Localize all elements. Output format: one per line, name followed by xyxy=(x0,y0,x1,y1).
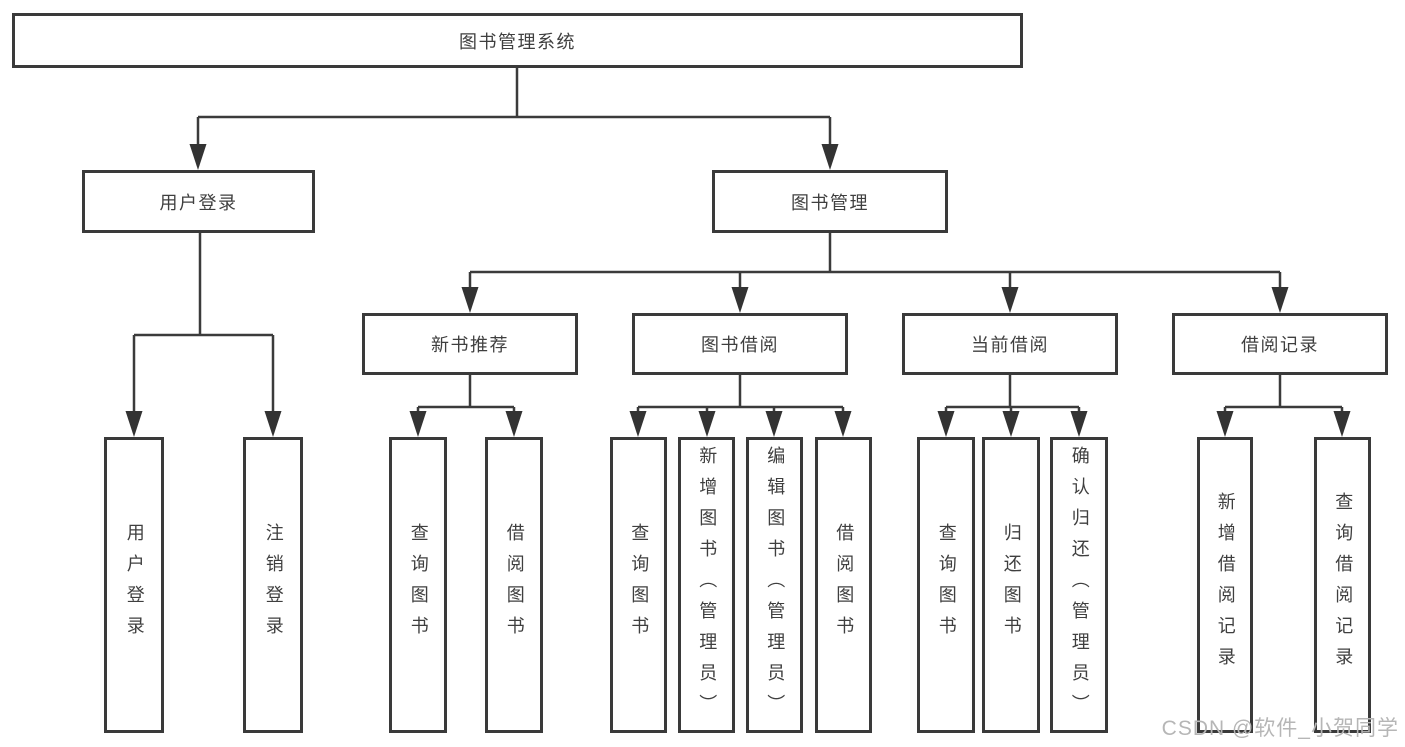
leaf-newbook-query-books-label: 查询图书 xyxy=(408,523,429,647)
node-new-book-recommend: 新书推荐 xyxy=(362,313,578,375)
leaf-borrow-add-books-admin-label: 新增图书（管理员） xyxy=(697,445,718,725)
leaf-records-add-record: 新增借阅记录 xyxy=(1197,437,1253,733)
node-borrow-records: 借阅记录 xyxy=(1172,313,1388,375)
leaf-records-add-record-label: 新增借阅记录 xyxy=(1215,492,1236,678)
leaf-current-query-books-label: 查询图书 xyxy=(936,523,957,647)
leaf-newbook-borrow-books-label: 借阅图书 xyxy=(504,523,525,647)
node-current-borrow: 当前借阅 xyxy=(902,313,1118,375)
watermark: CSDN @软件_小贺同学 xyxy=(1161,717,1399,740)
node-borrow-records-label: 借阅记录 xyxy=(1241,335,1319,355)
leaf-user-login-label: 用户登录 xyxy=(124,523,145,647)
leaf-borrow-add-books-admin: 新增图书（管理员） xyxy=(678,437,735,733)
node-user-login-label: 用户登录 xyxy=(159,192,238,213)
leaf-borrow-edit-books-admin-label: 编辑图书（管理员） xyxy=(765,445,786,725)
node-book-management-label: 图书管理 xyxy=(791,192,869,213)
leaf-current-return-books-label: 归还图书 xyxy=(1001,523,1022,647)
leaf-records-query-record-label: 查询借阅记录 xyxy=(1333,492,1354,678)
leaf-borrow-borrow-books-label: 借阅图书 xyxy=(834,523,855,647)
leaf-current-confirm-return-admin-label: 确认归还（管理员） xyxy=(1069,445,1090,725)
leaf-logout: 注销登录 xyxy=(243,437,303,733)
node-user-login: 用户登录 xyxy=(82,170,315,233)
leaf-current-query-books: 查询图书 xyxy=(917,437,975,733)
node-book-borrow-label: 图书借阅 xyxy=(701,335,779,355)
leaf-borrow-edit-books-admin: 编辑图书（管理员） xyxy=(746,437,803,733)
leaf-borrow-borrow-books: 借阅图书 xyxy=(815,437,872,733)
leaf-current-return-books: 归还图书 xyxy=(982,437,1040,733)
node-new-book-recommend-label: 新书推荐 xyxy=(431,335,509,355)
leaf-current-confirm-return-admin: 确认归还（管理员） xyxy=(1050,437,1108,733)
node-root-label: 图书管理系统 xyxy=(459,31,576,52)
node-book-borrow: 图书借阅 xyxy=(632,313,848,375)
leaf-newbook-query-books: 查询图书 xyxy=(389,437,447,733)
node-current-borrow-label: 当前借阅 xyxy=(971,335,1049,355)
leaf-borrow-query-books: 查询图书 xyxy=(610,437,667,733)
leaf-logout-label: 注销登录 xyxy=(263,523,284,647)
leaf-records-query-record: 查询借阅记录 xyxy=(1314,437,1371,733)
leaf-user-login: 用户登录 xyxy=(104,437,164,733)
node-root: 图书管理系统 xyxy=(12,13,1023,68)
node-book-management: 图书管理 xyxy=(712,170,948,233)
leaf-borrow-query-books-label: 查询图书 xyxy=(629,523,650,647)
leaf-newbook-borrow-books: 借阅图书 xyxy=(485,437,543,733)
